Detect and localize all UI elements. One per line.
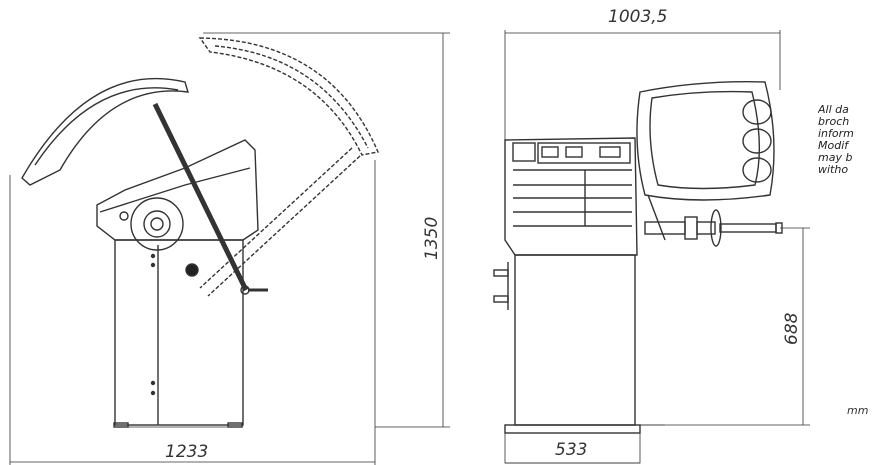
disclaimer-line: witho [818,163,849,176]
front-view-shaft [719,223,777,233]
dim-shaft-height: 688 [782,312,802,345]
side-view-hood-open [198,37,379,297]
front-view-wheel-guard [636,81,775,201]
disclaimer-line: broch [818,115,850,128]
front-view-console [504,137,638,256]
side-view-handle-knob [185,263,199,277]
disclaimer-line: Modif [818,139,849,152]
dim-total-width: 1003,5 [608,7,667,27]
side-view-hood-closed [21,77,189,186]
side-view-flange [130,197,184,251]
side-view-hood-arm [152,102,249,292]
side-view [9,32,450,465]
front-view-display-panel [537,142,631,164]
dim-base-width: 533 [555,440,587,460]
dim-height: 1350 [422,217,442,260]
side-view-body [114,239,244,426]
dim-depth-open: 1233 [165,442,208,462]
side-view-upper-housing [96,139,259,241]
disclaimer-line: may b [818,151,853,164]
disclaimer-note: All da broch inform Modif may b witho [818,104,879,176]
front-view-cabinet [514,254,636,426]
front-view [493,30,810,464]
disclaimer-line: inform [818,127,854,140]
unit-label: mm [847,404,869,417]
disclaimer-line: All da [818,104,849,116]
